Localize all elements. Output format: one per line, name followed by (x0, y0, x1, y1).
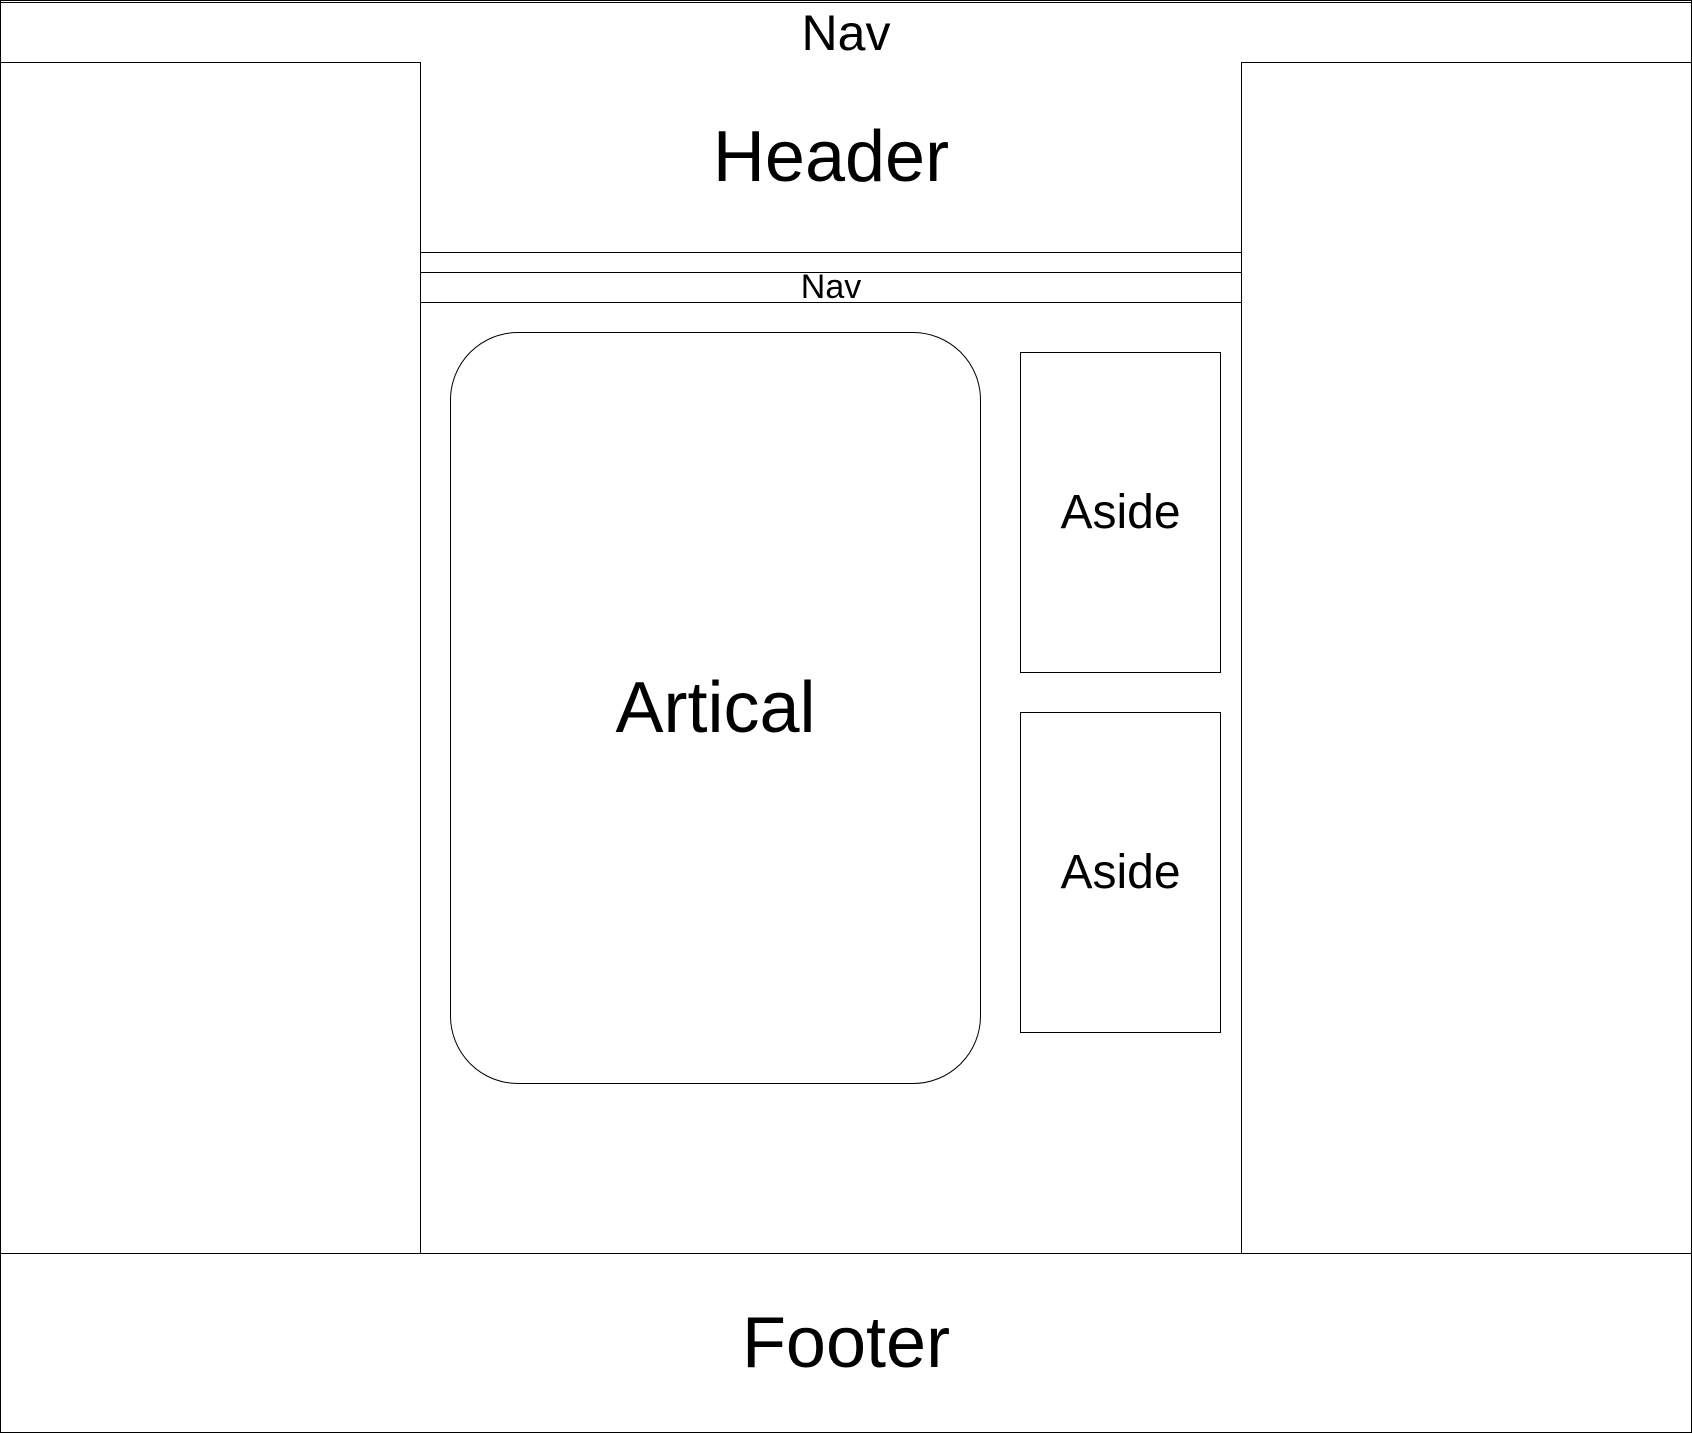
aside-label-1: Aside (1060, 485, 1181, 539)
top-nav-label: Nav (801, 4, 891, 61)
footer-label: Footer (741, 1303, 951, 1383)
footer-box: Footer (0, 1253, 1692, 1433)
inner-nav-box: Nav (420, 268, 1242, 306)
aside-box-2: Aside (1020, 712, 1221, 1033)
inner-nav-label: Nav (800, 268, 862, 306)
article-label: Artical (615, 668, 816, 748)
top-nav-box: Nav (0, 2, 1692, 63)
header-box: Header (420, 62, 1242, 253)
aside-box-1: Aside (1020, 352, 1221, 673)
aside-label-2: Aside (1060, 845, 1181, 899)
article-box: Artical (450, 332, 981, 1084)
header-label: Header (712, 117, 950, 197)
